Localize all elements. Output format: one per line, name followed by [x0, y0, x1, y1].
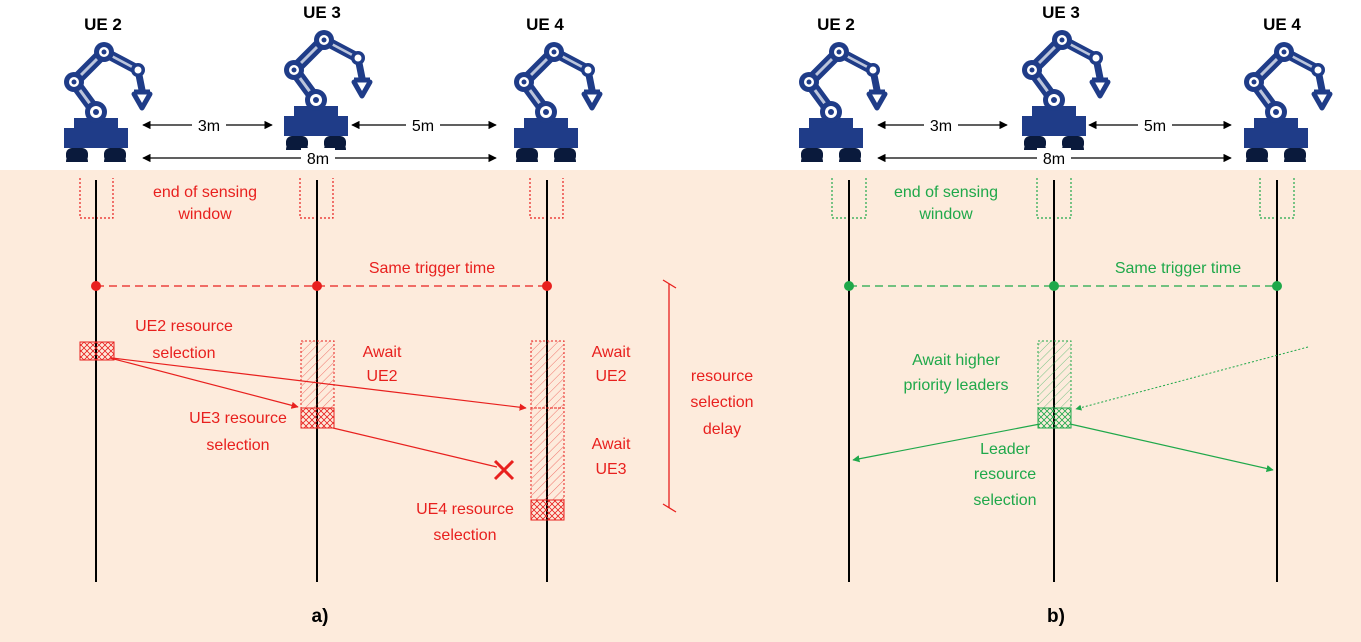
await-leaders-block	[1037, 340, 1072, 409]
ue4-await-ue3-line2: UE3	[595, 461, 626, 478]
ue3-await-label-line1: Await	[363, 344, 402, 361]
distance-8m-label: 8m	[1043, 151, 1065, 168]
sensing-label-line2: window	[918, 206, 973, 223]
robot-arm-icon	[514, 42, 600, 162]
trigger-dot	[542, 281, 552, 291]
leader-to-ue2-arrow	[852, 423, 1041, 463]
leader-selection-line2: resource	[974, 466, 1036, 483]
delay-label-line3: delay	[703, 421, 741, 438]
trigger-label: Same trigger time	[369, 260, 495, 277]
delay-label-line1: resource	[691, 368, 753, 385]
ue3-label: UE 3	[1042, 3, 1080, 22]
ue2-selection-block	[79, 341, 115, 361]
ue3-selection-label-line1: UE3 resource	[189, 410, 287, 427]
leader-to-ue4-arrow	[1069, 423, 1274, 473]
panel-b: UE 2 UE 3 UE 4 3m 5m 8m end of sensing w…	[799, 3, 1330, 627]
ue3-await-block	[300, 340, 335, 409]
ue4-selection-block	[530, 499, 565, 521]
ue4-label: UE 4	[526, 15, 564, 34]
sensing-label-line2: window	[177, 206, 232, 223]
ue4-selection-label-line1: UE4 resource	[416, 501, 514, 518]
ue4-await-ue3-line1: Await	[592, 436, 631, 453]
robot-arm-icon	[1244, 42, 1330, 162]
panel-a: UE 2 UE 3 UE 4 3m 5m 8m end of sensing w…	[64, 3, 754, 627]
ue4-label: UE 4	[1263, 15, 1301, 34]
distance-3m-label: 3m	[930, 118, 952, 135]
trigger-label: Same trigger time	[1115, 260, 1241, 277]
delay-label-line2: selection	[690, 394, 753, 411]
trigger-dot	[1049, 281, 1059, 291]
distance-8m-label: 8m	[307, 151, 329, 168]
ue4-selection-label-line2: selection	[433, 527, 496, 544]
leader-selection-line1: Leader	[980, 441, 1030, 458]
leader-selection-block	[1037, 407, 1072, 429]
await-leaders-line1: Await higher	[912, 352, 1000, 369]
ue3-await-label-line2: UE2	[366, 368, 397, 385]
ue4-await-ue2-line1: Await	[592, 344, 631, 361]
trigger-dot	[1272, 281, 1282, 291]
robot-arm-icon	[799, 42, 885, 162]
ue2-selection-label-line2: selection	[152, 345, 215, 362]
cross-icon	[493, 459, 515, 481]
ue2-label: UE 2	[817, 15, 855, 34]
timeline-background	[0, 170, 1361, 642]
ue3-selection-block	[300, 407, 335, 429]
sensing-label-line1: end of sensing	[894, 184, 998, 201]
ue3-to-ue4-arrow	[332, 427, 498, 468]
robot-arm-icon	[64, 42, 150, 162]
sensing-label-line1: end of sensing	[153, 184, 257, 201]
panel-a-label: a)	[312, 606, 329, 627]
ue2-to-ue4-arrow	[111, 357, 527, 411]
trigger-dot	[91, 281, 101, 291]
trigger-dot	[844, 281, 854, 291]
leader-selection-line3: selection	[973, 492, 1036, 509]
delay-bracket	[662, 279, 677, 513]
ue2-label: UE 2	[84, 15, 122, 34]
ue4-await-ue2-line2: UE2	[595, 368, 626, 385]
ue3-selection-label-line2: selection	[206, 437, 269, 454]
robot-arm-icon	[1022, 30, 1108, 150]
panel-b-label: b)	[1047, 606, 1065, 627]
ue4-await-ue3-block	[530, 407, 565, 501]
distance-3m-label: 3m	[198, 118, 220, 135]
ue3-label: UE 3	[303, 3, 341, 22]
distance-5m-label: 5m	[412, 118, 434, 135]
distance-5m-label: 5m	[1144, 118, 1166, 135]
ue4-await-ue2-block	[530, 340, 565, 409]
await-leaders-line2: priority leaders	[904, 377, 1009, 394]
trigger-dot	[312, 281, 322, 291]
leader-info-arrow	[1075, 346, 1309, 411]
ue2-to-ue3-arrow	[109, 357, 299, 409]
robot-arm-icon	[284, 30, 370, 150]
ue2-selection-label-line1: UE2 resource	[135, 318, 233, 335]
